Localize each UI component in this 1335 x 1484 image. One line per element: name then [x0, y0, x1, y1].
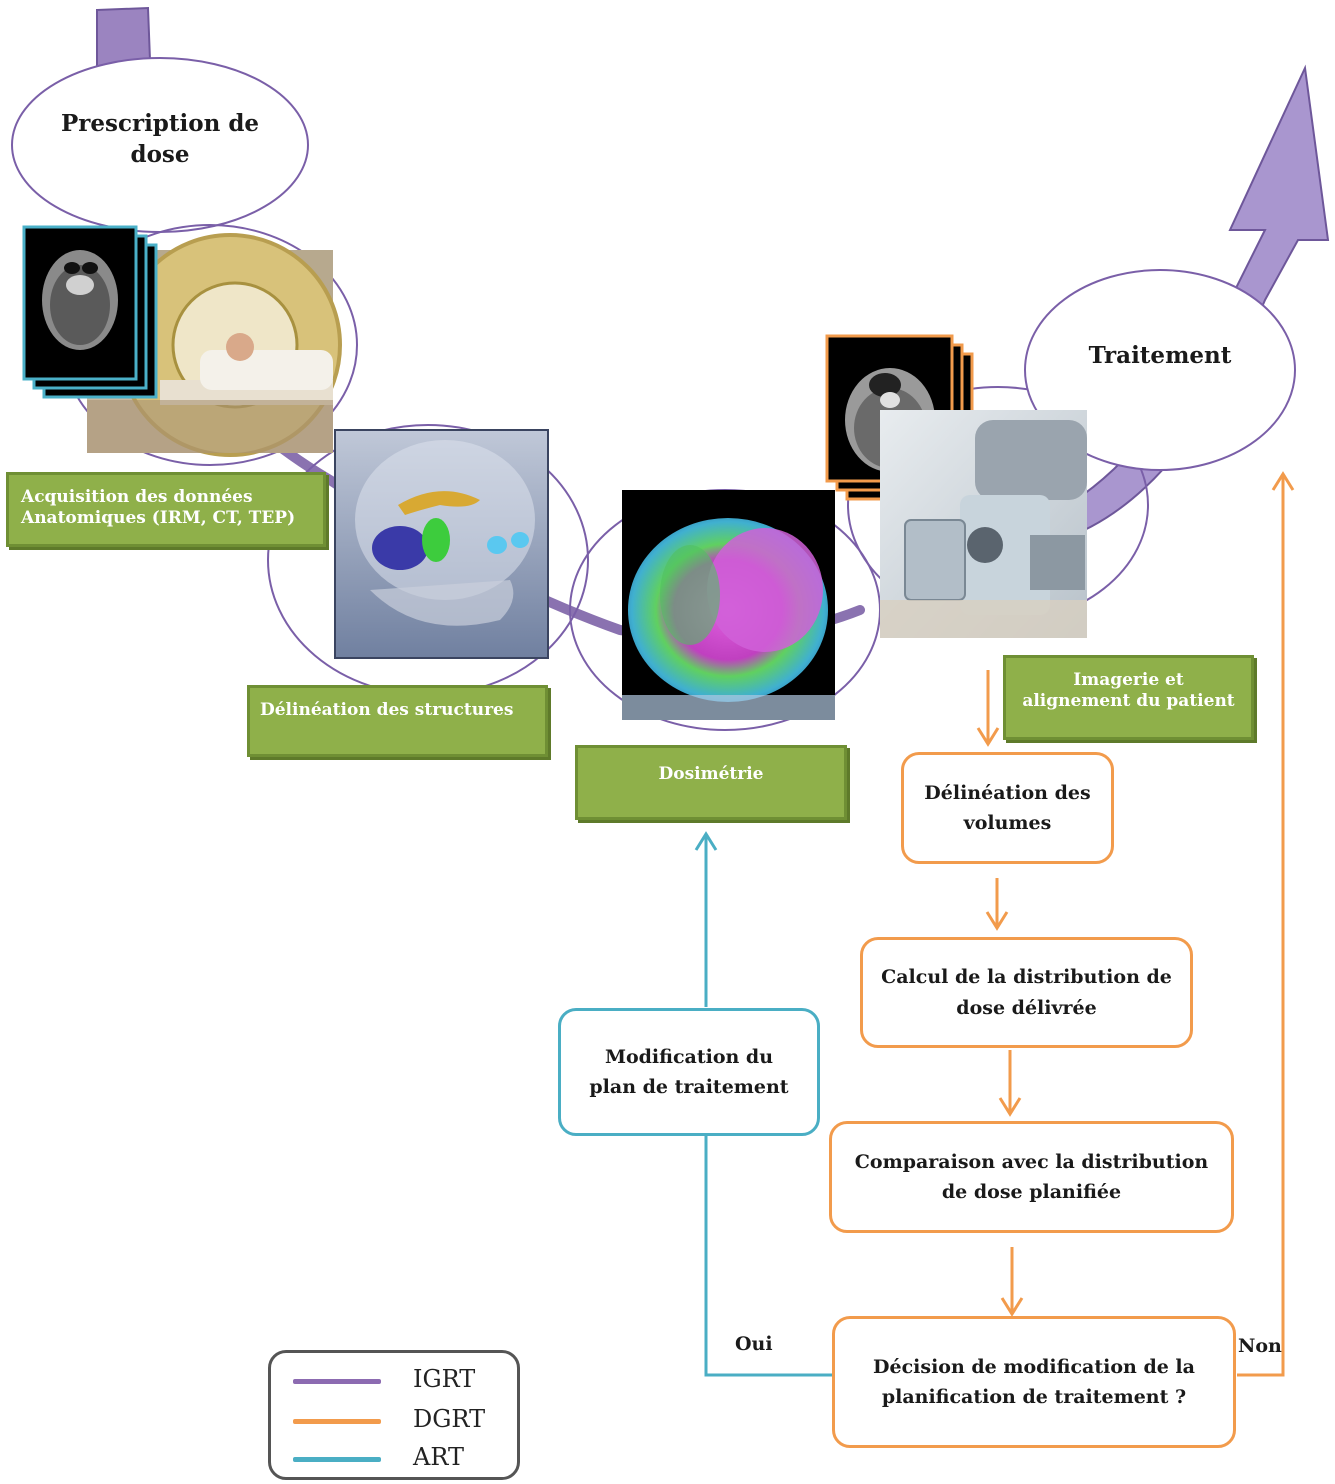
imagerie-line1: Imagerie et — [1073, 670, 1184, 690]
non-label: Non — [1238, 1335, 1282, 1357]
comparaison-line2: de dose planifiée — [941, 1181, 1122, 1203]
legend-swatch-dgrt — [293, 1419, 381, 1424]
dgrt-arrows — [976, 471, 1295, 1377]
ct-slice-stack-cyan — [22, 225, 158, 399]
calcul-distribution-box: Calcul de la distribution de dose délivr… — [860, 937, 1193, 1048]
acquisition-line1: Acquisition des données — [21, 487, 253, 507]
legend-item-dgrt: DGRT — [271, 1405, 517, 1435]
acquisition-box: Acquisition des données Anatomiques (IRM… — [6, 472, 326, 547]
decision-line2: planification de traitement ? — [881, 1386, 1187, 1408]
traitement-ellipse — [1024, 269, 1296, 471]
modification-plan-box: Modification du plan de traitement — [558, 1008, 820, 1136]
delineation-structures-text: Délinéation des structures — [260, 700, 514, 720]
traitement-label: Traitement — [1088, 342, 1232, 369]
dosimetrie-text: Dosimétrie — [658, 764, 764, 784]
legend-label-igrt: IGRT — [413, 1365, 476, 1393]
oui-label: Oui — [735, 1333, 773, 1355]
prescription-text: Prescription de dose — [60, 110, 260, 169]
legend-swatch-art — [293, 1457, 381, 1462]
dosimetrie-box: Dosimétrie — [575, 745, 847, 820]
delineation-volumes-line1: Délinéation des — [924, 781, 1091, 804]
comparaison-line1: Comparaison avec la distribution — [854, 1150, 1209, 1173]
calcul-line1: Calcul de la distribution de — [881, 966, 1172, 989]
linear-accelerator-photo — [880, 410, 1087, 638]
skull-3d-render — [334, 429, 549, 659]
comparaison-box: Comparaison avec la distribution de dose… — [829, 1121, 1234, 1233]
art-arrows — [694, 831, 832, 1377]
legend-item-igrt: IGRT — [271, 1365, 517, 1395]
modification-line1: Modification du — [604, 1045, 774, 1068]
legend-item-art: ART — [271, 1443, 517, 1473]
legend-label-dgrt: DGRT — [413, 1405, 486, 1433]
legend-label-art: ART — [413, 1443, 464, 1471]
acquisition-line2: Anatomiques (IRM, CT, TEP) — [21, 508, 296, 529]
calcul-line2: dose délivrée — [956, 996, 1097, 1019]
imagerie-line2: alignement du patient — [1022, 691, 1235, 712]
legend-swatch-igrt — [293, 1379, 381, 1384]
delineation-structures-box: Délinéation des structures — [247, 685, 548, 757]
legend: IGRT DGRT ART — [268, 1350, 520, 1480]
dose-distribution-map — [622, 490, 835, 720]
decision-line1: Décision de modification de la — [873, 1355, 1195, 1378]
decision-box: Décision de modification de la planifica… — [832, 1316, 1236, 1448]
imagerie-box: Imagerie et alignement du patient — [1003, 655, 1254, 740]
prescription-label: Prescription de dose — [60, 108, 260, 170]
delineation-volumes-line2: volumes — [963, 812, 1052, 834]
modification-line2: plan de traitement — [589, 1076, 789, 1098]
delineation-volumes-box: Délinéation des volumes — [901, 752, 1114, 864]
